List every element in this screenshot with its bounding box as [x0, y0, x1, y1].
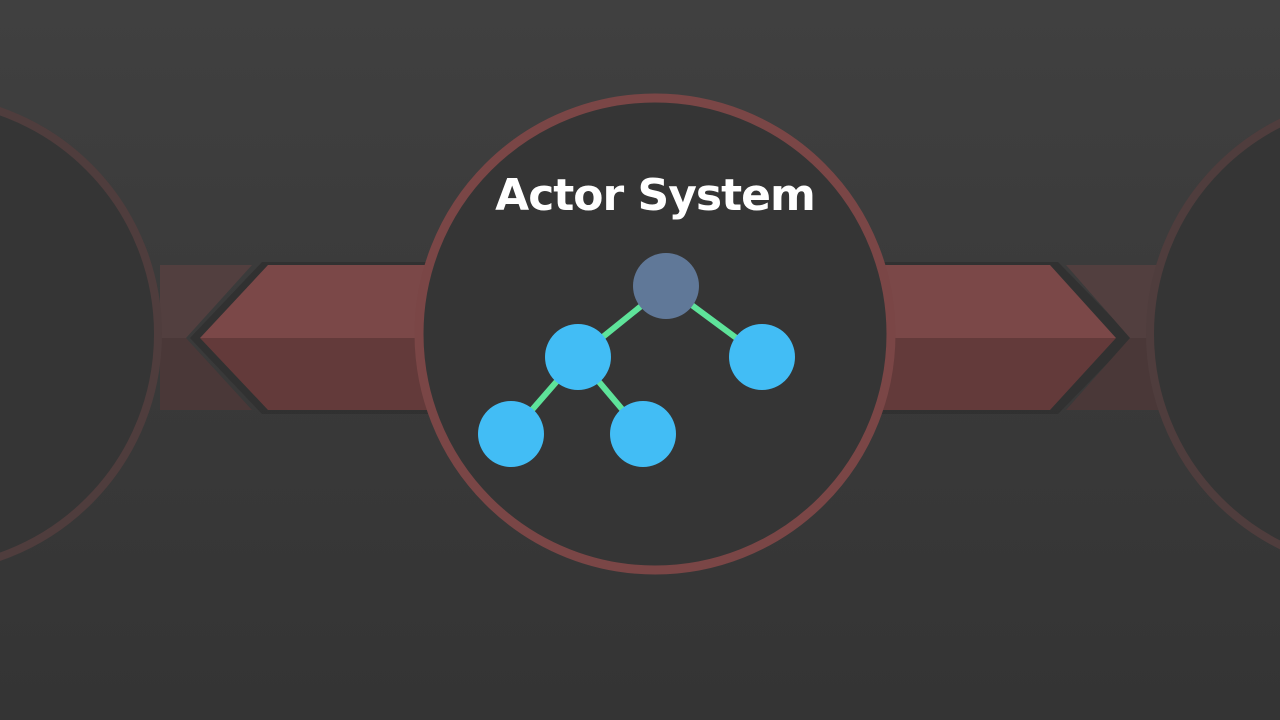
right-neighbor-circle — [1146, 118, 1280, 550]
left-arrow-band-top — [200, 265, 432, 338]
left-faded-band-top — [160, 265, 252, 338]
left-faded-band-bottom — [160, 338, 252, 410]
child-actor-node-right — [729, 324, 795, 390]
left-faded-band — [160, 265, 252, 410]
actor-tree-nodes — [478, 253, 795, 467]
right-arrow-band-top — [880, 265, 1116, 338]
grandchild-actor-node-left — [478, 401, 544, 467]
left-arrow-band-bottom — [200, 338, 432, 410]
right-arrow-band-bottom — [880, 338, 1116, 410]
grandchild-actor-node-right — [610, 401, 676, 467]
right-faded-band-top — [1066, 265, 1160, 338]
slide-title: Actor System — [495, 170, 816, 221]
child-actor-node-left — [545, 324, 611, 390]
root-actor-node — [633, 253, 699, 319]
right-faded-band-bottom — [1066, 338, 1160, 410]
left-neighbor-circle — [0, 107, 162, 561]
right-arrow-band — [880, 262, 1132, 414]
left-arrow-band — [190, 262, 432, 414]
right-faded-band — [1066, 265, 1160, 410]
